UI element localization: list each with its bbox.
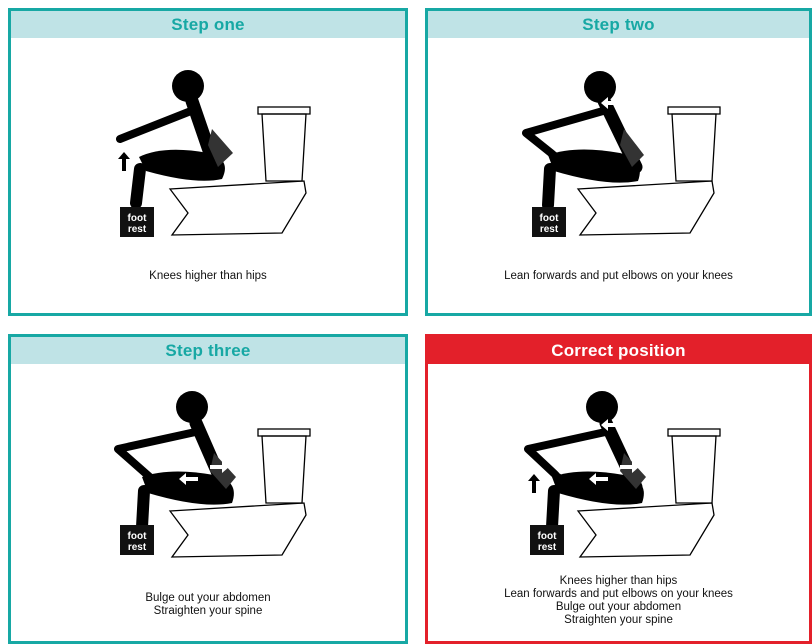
person-icon xyxy=(528,391,646,527)
panel-title: Step one xyxy=(11,11,405,38)
caption-line: Straighten your spine xyxy=(11,605,405,618)
caption-line: Lean forwards and put elbows on your kne… xyxy=(428,270,809,283)
panel-caption: Knees higher than hips Lean forwards and… xyxy=(428,575,809,627)
footrest: foot rest xyxy=(532,207,566,237)
footrest-label-line1: foot xyxy=(128,531,148,542)
panel-step-one: Step one foot rest Knees higher than hip… xyxy=(8,8,408,316)
step-two-illustration: foot rest xyxy=(496,61,736,251)
footrest-label-line2: rest xyxy=(128,542,147,553)
footrest-label-line2: rest xyxy=(540,224,559,235)
panel-step-two: Step two foot rest Lean forwards and put xyxy=(425,8,812,316)
step-one-illustration: foot rest xyxy=(96,61,336,251)
person-icon xyxy=(526,71,644,205)
up-arrow-icon xyxy=(118,152,130,171)
correct-position-illustration: foot rest xyxy=(496,383,736,573)
panel-caption: Bulge out your abdomen Straighten your s… xyxy=(11,592,405,618)
caption-line: Straighten your spine xyxy=(428,614,809,627)
caption-line: Knees higher than hips xyxy=(11,270,405,283)
footrest: foot rest xyxy=(530,525,564,555)
caption-line: Bulge out your abdomen xyxy=(11,592,405,605)
caption-line: Lean forwards and put elbows on your kne… xyxy=(428,588,809,601)
panel-step-three: Step three foot rest Bulge out your abdo… xyxy=(8,334,408,644)
footrest-label-line1: foot xyxy=(538,531,558,542)
caption-line: Bulge out your abdomen xyxy=(428,601,809,614)
footrest-label-line1: foot xyxy=(540,213,560,224)
person-icon xyxy=(120,70,233,203)
caption-line: Knees higher than hips xyxy=(428,575,809,588)
footrest-label-line1: foot xyxy=(128,213,148,224)
panel-correct-position: Correct position xyxy=(425,334,812,644)
footrest: foot rest xyxy=(120,207,154,237)
panel-title: Step three xyxy=(11,337,405,364)
up-arrow-icon xyxy=(528,474,540,493)
footrest-label-line2: rest xyxy=(538,542,557,553)
step-three-illustration: foot rest xyxy=(96,383,336,573)
panel-caption: Lean forwards and put elbows on your kne… xyxy=(428,270,809,283)
panel-title: Step two xyxy=(428,11,809,38)
footrest-label-line2: rest xyxy=(128,224,147,235)
panel-caption: Knees higher than hips xyxy=(11,270,405,283)
person-icon xyxy=(118,391,236,527)
panel-title: Correct position xyxy=(428,337,809,364)
footrest: foot rest xyxy=(120,525,154,555)
